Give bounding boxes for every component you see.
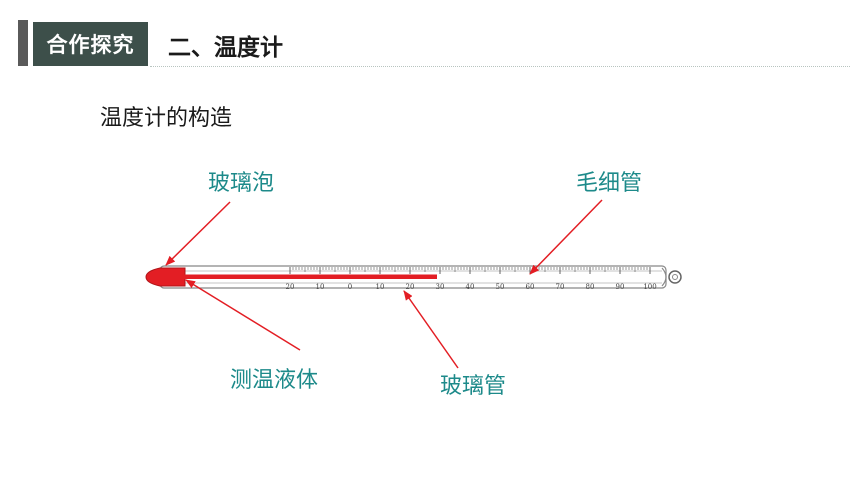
arrow-capillary [529, 199, 603, 275]
glass-bulb [145, 267, 186, 287]
scale-tick-label: 10 [376, 283, 385, 291]
arrow-tube [403, 290, 459, 369]
scale-tick-label: 50 [496, 283, 505, 291]
section-subtitle: 温度计的构造 [100, 106, 233, 131]
scale-tick-label: 30 [436, 283, 445, 291]
label-bulb: 玻璃泡 [208, 171, 275, 196]
tube-end-cap [661, 267, 667, 287]
header-divider [150, 66, 850, 67]
arrow-liquid [185, 279, 301, 351]
arrow-bulb [165, 201, 231, 266]
scale-tick-label: 20 [406, 283, 415, 291]
scale-tick-label: 60 [526, 283, 535, 291]
page-title: 二、温度计 [168, 35, 283, 61]
section-tag: 合作探究 [33, 22, 148, 66]
scale-tick-label: 0 [348, 283, 352, 291]
scale-tick-label: 70 [556, 283, 565, 291]
hanging-ring-hole [672, 274, 678, 280]
scale-ticks [289, 267, 651, 274]
label-tube: 玻璃管 [440, 374, 507, 399]
header-accent-bar [18, 20, 28, 66]
scale-tick-label: 100 [643, 283, 656, 291]
scale-tick-label: 80 [586, 283, 595, 291]
scale-tick-label: 40 [466, 283, 475, 291]
scale-tick-label: 90 [616, 283, 625, 291]
scale-tick-label: 10 [316, 283, 325, 291]
liquid-column [182, 274, 437, 279]
scale-tick-label: 20 [286, 283, 295, 291]
label-liquid: 测温液体 [230, 368, 319, 393]
label-capillary: 毛细管 [576, 171, 643, 196]
